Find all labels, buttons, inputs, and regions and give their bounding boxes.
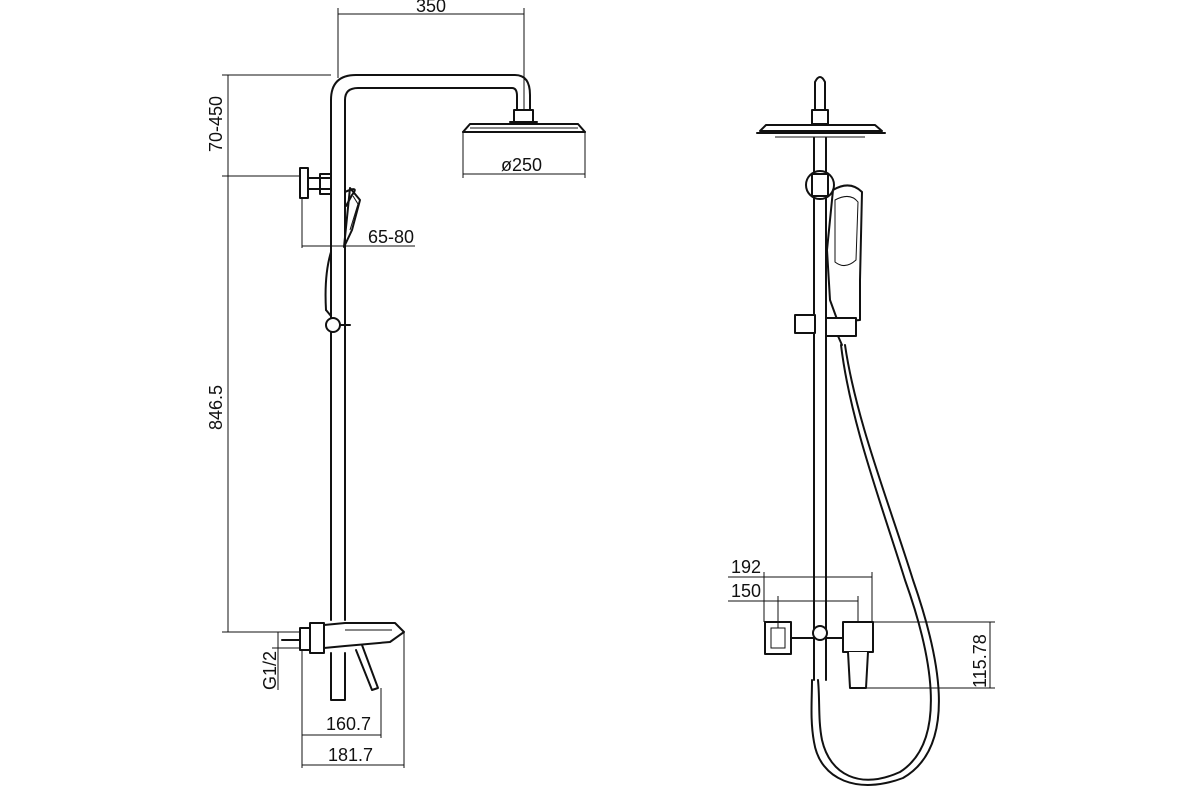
dim-846-5: 846.5 [206, 385, 226, 430]
hose [810, 344, 940, 786]
dim-192: 192 [731, 557, 761, 577]
dim-115-78: 115.78 [970, 634, 990, 688]
front-mixer [764, 621, 874, 689]
front-shower-head [756, 76, 886, 138]
front-dimension-lines [728, 572, 995, 689]
front-riser-pipe [805, 137, 835, 676]
front-view: 192 150 115.78 [728, 76, 995, 786]
rain-shower-head [462, 109, 586, 133]
dim-160-7: 160.7 [326, 714, 371, 734]
dim-70-450: 70-450 [206, 96, 226, 152]
front-hand-shower [794, 184, 863, 346]
side-dimension-lines [222, 8, 586, 768]
dim-g1-2: G1/2 [260, 651, 280, 690]
dim-65-80: 65-80 [368, 227, 414, 247]
side-view: 350 70-450 ø250 65-80 846.5 G1/2 160.7 1… [206, 0, 586, 768]
hand-shower-side [324, 187, 361, 333]
dim-181-7: 181.7 [328, 745, 373, 765]
mixer-side [281, 622, 405, 701]
dim-350: 350 [416, 0, 446, 16]
dim-150: 150 [731, 581, 761, 601]
wall-bracket [299, 167, 332, 199]
dim-diameter-250: ø250 [501, 155, 542, 175]
